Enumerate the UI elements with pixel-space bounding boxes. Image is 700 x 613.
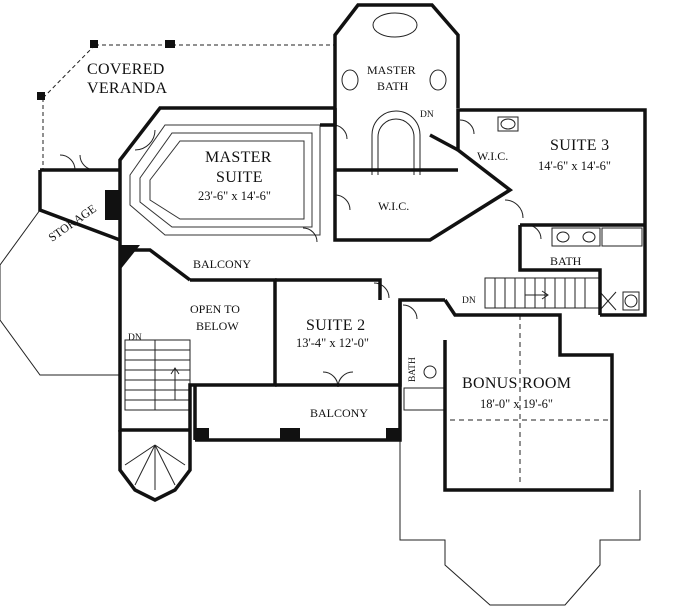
balcony-lower: BALCONY — [310, 406, 368, 420]
wic-mid: W.I.C. — [378, 199, 409, 213]
balcony-upper: BALCONY — [193, 257, 251, 271]
suite2-name: SUITE 2 — [306, 317, 365, 334]
suite3-name: SUITE 3 — [550, 137, 609, 154]
suite3-dim: 14'-6" x 14'-6" — [538, 159, 611, 173]
wic-top: W.I.C. — [477, 149, 508, 163]
master-bath-line1: MASTER — [367, 63, 416, 77]
room-labels: COVERED VERANDA MASTER BATH DN MASTER SU… — [46, 61, 611, 420]
open-to-below-line2: BELOW — [196, 319, 239, 333]
bath-small: BATH — [408, 357, 418, 382]
master-suite-line1: MASTER — [205, 149, 272, 166]
master-suite-dim: 23'-6" x 14'-6" — [198, 189, 271, 203]
covered-veranda-line2: VERANDA — [87, 80, 167, 97]
walls — [38, 3, 647, 502]
master-bath-line2: BATH — [377, 79, 409, 93]
master-suite-line2: SUITE — [216, 169, 263, 186]
covered-veranda-line1: COVERED — [87, 61, 165, 78]
wall-accents — [37, 40, 400, 440]
bath-right: BATH — [550, 254, 582, 268]
thin-context-lines — [0, 12, 645, 606]
stair-dn-left: DN — [128, 333, 142, 343]
open-to-below-line1: OPEN TO — [190, 302, 240, 316]
storage-label: STORAGE — [46, 201, 99, 244]
stair-dn-right: DN — [462, 296, 476, 306]
bonus-room-dim: 18'-0" x 19'-6" — [480, 397, 553, 411]
suite2-dim: 13'-4" x 12'-0" — [296, 336, 369, 350]
stair-dn-master-bath: DN — [420, 110, 434, 120]
bonus-room-name: BONUS ROOM — [462, 375, 571, 392]
